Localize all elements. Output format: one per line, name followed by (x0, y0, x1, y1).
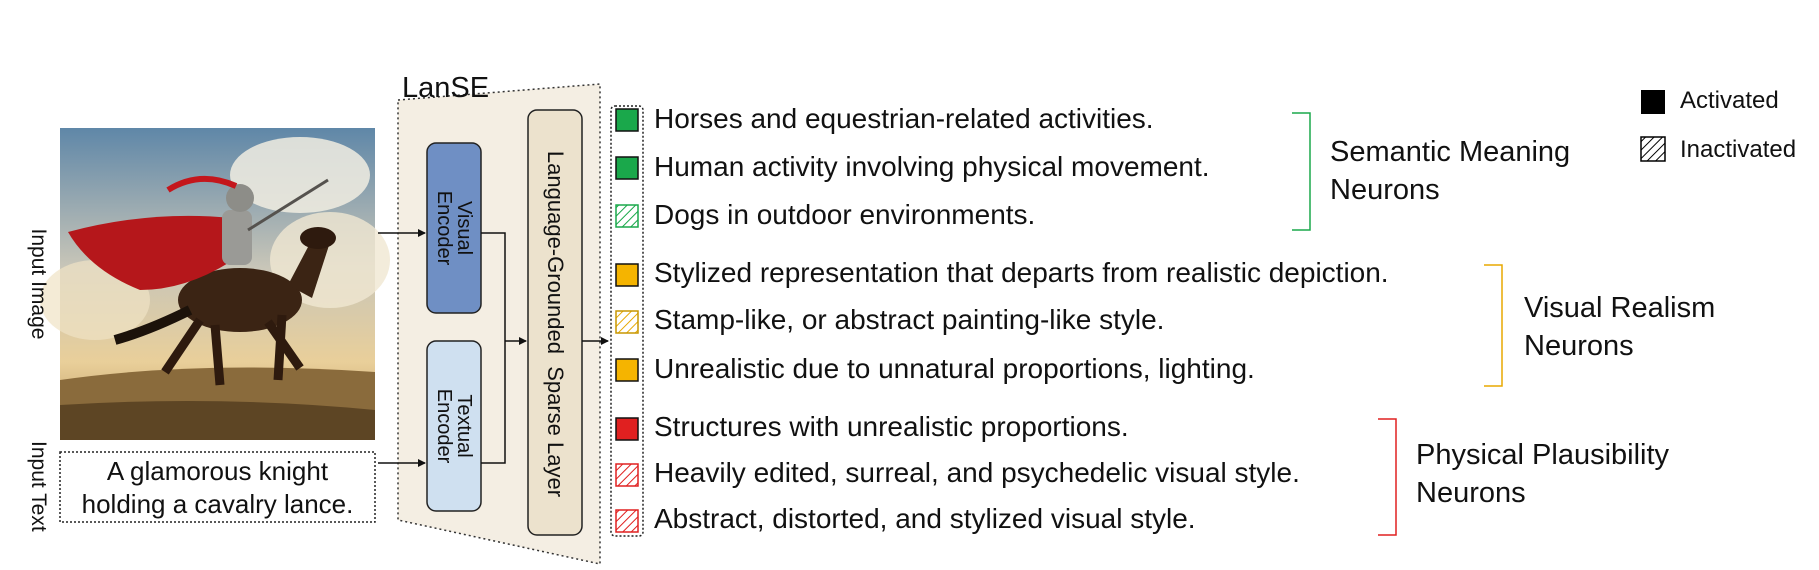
semantic-group-label-line-2: Neurons (1330, 174, 1440, 206)
realism-group-label: Visual Realism Neurons (1524, 289, 1715, 365)
semantic-group-label: Semantic Meaning Neurons (1330, 133, 1570, 209)
physical-bracket (1378, 418, 1397, 536)
neuron-text-8: Heavily edited, surreal, and psychedelic… (654, 457, 1300, 488)
neuron-square-3 (615, 204, 639, 228)
legend-inactivated-square (1640, 136, 1666, 162)
input-text-box (59, 451, 376, 523)
neuron-text-9: Abstract, distorted, and stylized visual… (654, 503, 1196, 534)
input-text-line-2: holding a cavalry lance. (81, 489, 354, 519)
semantic-bracket (1292, 112, 1311, 231)
lanse-title: LanSE (402, 72, 490, 104)
legend-inactivated-label: Inactivated (1680, 136, 1797, 163)
input-text-label: Input Text (27, 441, 50, 532)
neuron-text-3: Dogs in outdoor environments. (654, 199, 1036, 230)
realism-bracket (1484, 264, 1503, 387)
textual-encoder-label: Textual Encoder (433, 388, 475, 464)
realism-group-label-line-2: Neurons (1524, 330, 1634, 362)
textual-connector (481, 341, 506, 464)
input-image (40, 128, 390, 440)
neuron-text-2: Human activity involving physical moveme… (654, 151, 1210, 182)
semantic-group-label-line-1: Semantic Meaning (1330, 136, 1571, 168)
legend-activated-label: Activated (1680, 87, 1779, 114)
neuron-text-1: Horses and equestrian-related activities… (654, 103, 1154, 134)
input-image-label: Input Image (27, 228, 50, 340)
physical-group-label-line-1: Physical Plausibility (1416, 439, 1670, 471)
realism-group-label-line-1: Visual Realism (1524, 292, 1716, 324)
sparse-layer-label: Language-Grounded Sparse Layer (543, 150, 568, 498)
neuron-text-7: Structures with unrealistic proportions. (654, 411, 1129, 442)
physical-group-label-line-2: Neurons (1416, 477, 1526, 509)
visual-encoder-label: Visual Encoder (433, 190, 475, 266)
textual-encoder-box (426, 340, 482, 512)
neuron-squares (615, 108, 639, 533)
neuron-square-9 (615, 509, 639, 533)
neuron-square-5 (615, 310, 639, 334)
neuron-square-2 (615, 156, 639, 180)
neuron-text-4: Stylized representation that departs fro… (654, 257, 1389, 288)
visual-connector (481, 232, 506, 341)
input-text-line-1: A glamorous knight (106, 456, 329, 486)
neuron-text-6: Unrealistic due to unnatural proportions… (654, 353, 1255, 384)
legend-activated-square (1641, 90, 1665, 114)
neuron-square-6 (615, 358, 639, 382)
neuron-square-4 (615, 263, 639, 287)
physical-group-label: Physical Plausibility Neurons (1416, 436, 1669, 512)
neuron-column-box (610, 105, 644, 537)
neuron-square-8 (615, 463, 639, 487)
neuron-square-7 (615, 417, 639, 441)
neuron-square-1 (615, 108, 639, 132)
sparse-layer-box (527, 109, 583, 536)
neuron-text-5: Stamp-like, or abstract painting-like st… (654, 304, 1165, 335)
visual-encoder-box (426, 142, 482, 314)
